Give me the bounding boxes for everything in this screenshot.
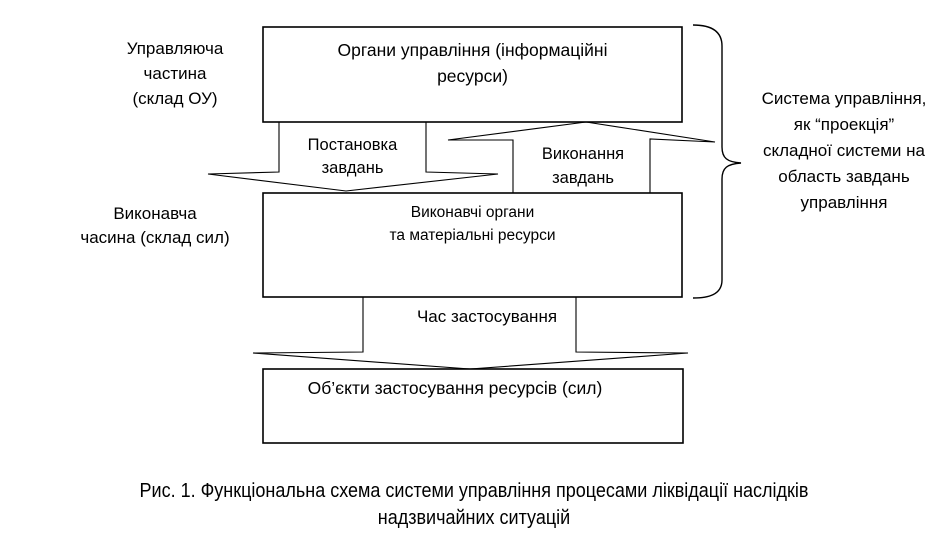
task-setting-arrow-down bbox=[207, 121, 499, 192]
task-setting-label: Постановка завдань bbox=[307, 136, 398, 177]
objects-box bbox=[262, 368, 684, 444]
figure-caption: Рис. 1. Функціональна схема системи упра… bbox=[139, 480, 809, 529]
upper-part-label: Управляюча частина (склад ОУ) bbox=[126, 39, 224, 108]
system-projection-label: Система управління, як “проекція” складн… bbox=[761, 89, 927, 212]
management-box-label: Органи управління (інформаційні ресурси) bbox=[337, 40, 608, 86]
executive-box bbox=[262, 192, 683, 298]
system-brace bbox=[692, 24, 742, 299]
executive-box-label: Виконавчі органи та матеріальні ресурси bbox=[389, 204, 556, 244]
time-arrow-down bbox=[252, 296, 689, 370]
task-execution-label: Виконання завдань bbox=[541, 145, 625, 187]
management-box bbox=[262, 26, 683, 123]
objects-box-label: Об’єкти застосування ресурсів (сил) bbox=[307, 378, 603, 398]
executive-part-label: Виконавча часина (склад сил) bbox=[80, 204, 230, 247]
application-time-label: Час застосування bbox=[416, 307, 558, 326]
